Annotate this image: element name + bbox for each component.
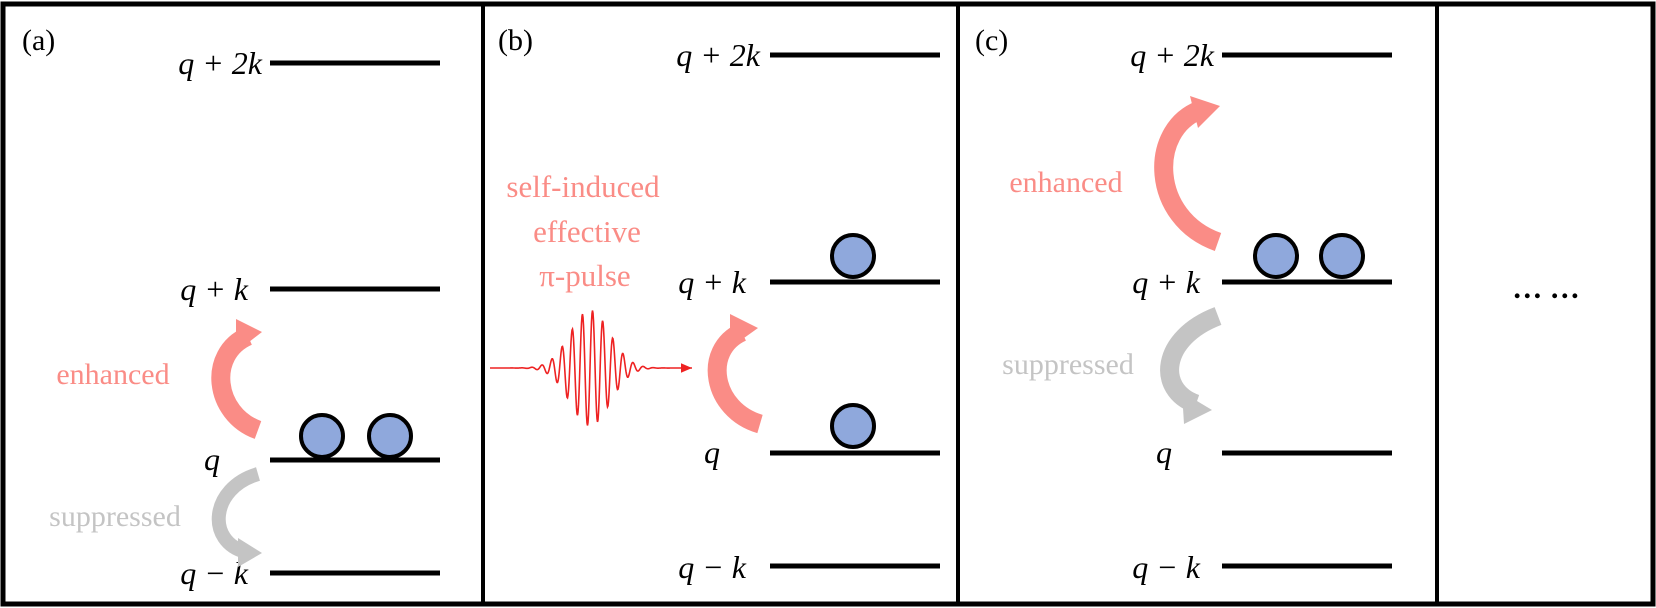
panel-c-particle-2: [1319, 233, 1365, 279]
panel-b-level-label-q-plus-2k: q + 2k: [676, 37, 761, 73]
panel-c-suppressed-label: suppressed: [1002, 348, 1134, 381]
panel-b-transition-arrow: [707, 314, 764, 434]
panel-c: (c) q + 2k q + k q q − k enhanced suppre…: [975, 24, 1392, 585]
panel-b-particle-upper: [830, 233, 876, 279]
panel-a-particle-1: [299, 413, 345, 459]
panel-a-suppressed-label: suppressed: [49, 500, 181, 533]
panel-a-level-label-q: q: [204, 441, 220, 477]
panel-c-particle-1: [1253, 233, 1299, 279]
panel-a-suppressed-arrow: [211, 467, 262, 567]
panel-a-level-label-q-plus-k: q + k: [180, 271, 249, 307]
panel-c-enhanced-arrow: [1154, 96, 1222, 251]
panel-a-level-label-q-plus-2k: q + 2k: [178, 45, 263, 81]
panel-a-enhanced-label: enhanced: [56, 358, 169, 391]
panel-a-tag: (a): [22, 24, 55, 57]
panel-c-tag: (c): [975, 24, 1008, 57]
panel-b-pulse-waveform: [490, 310, 692, 426]
panel-b-tag: (b): [498, 24, 533, 57]
panel-b-pulse-label-line-3: π-pulse: [539, 258, 630, 293]
panel-a-level-label-q-minus-k: q − k: [180, 555, 249, 591]
panel-b-level-label-q: q: [704, 434, 720, 470]
panel-b-pulse-label-line-1: self-induced: [506, 169, 660, 204]
panel-c-level-label-q-plus-k: q + k: [1132, 264, 1201, 300]
panel-b-pulse-label-line-2: effective: [533, 214, 641, 249]
panel-c-level-label-q-plus-2k: q + 2k: [1130, 37, 1215, 73]
panel-c-level-label-q: q: [1156, 434, 1172, 470]
panel-b-level-label-q-minus-k: q − k: [678, 549, 747, 585]
panel-c-enhanced-label: enhanced: [1009, 166, 1122, 199]
panel-c-suppressed-arrow: [1160, 307, 1222, 424]
panel-a-particle-2: [367, 413, 413, 459]
panel-d: … …: [1512, 272, 1580, 305]
panel-d-ellipsis: … …: [1512, 272, 1580, 305]
panel-b-particle-lower: [830, 403, 876, 449]
panel-c-level-label-q-minus-k: q − k: [1132, 549, 1201, 585]
panel-b: (b) q + 2k q + k q q − k self-induced ef…: [490, 24, 940, 585]
panel-b-level-label-q-plus-k: q + k: [678, 264, 747, 300]
panel-a: (a) q + 2k q + k q q − k enhanced suppre…: [22, 24, 440, 591]
panel-a-enhanced-arrow: [211, 319, 262, 439]
